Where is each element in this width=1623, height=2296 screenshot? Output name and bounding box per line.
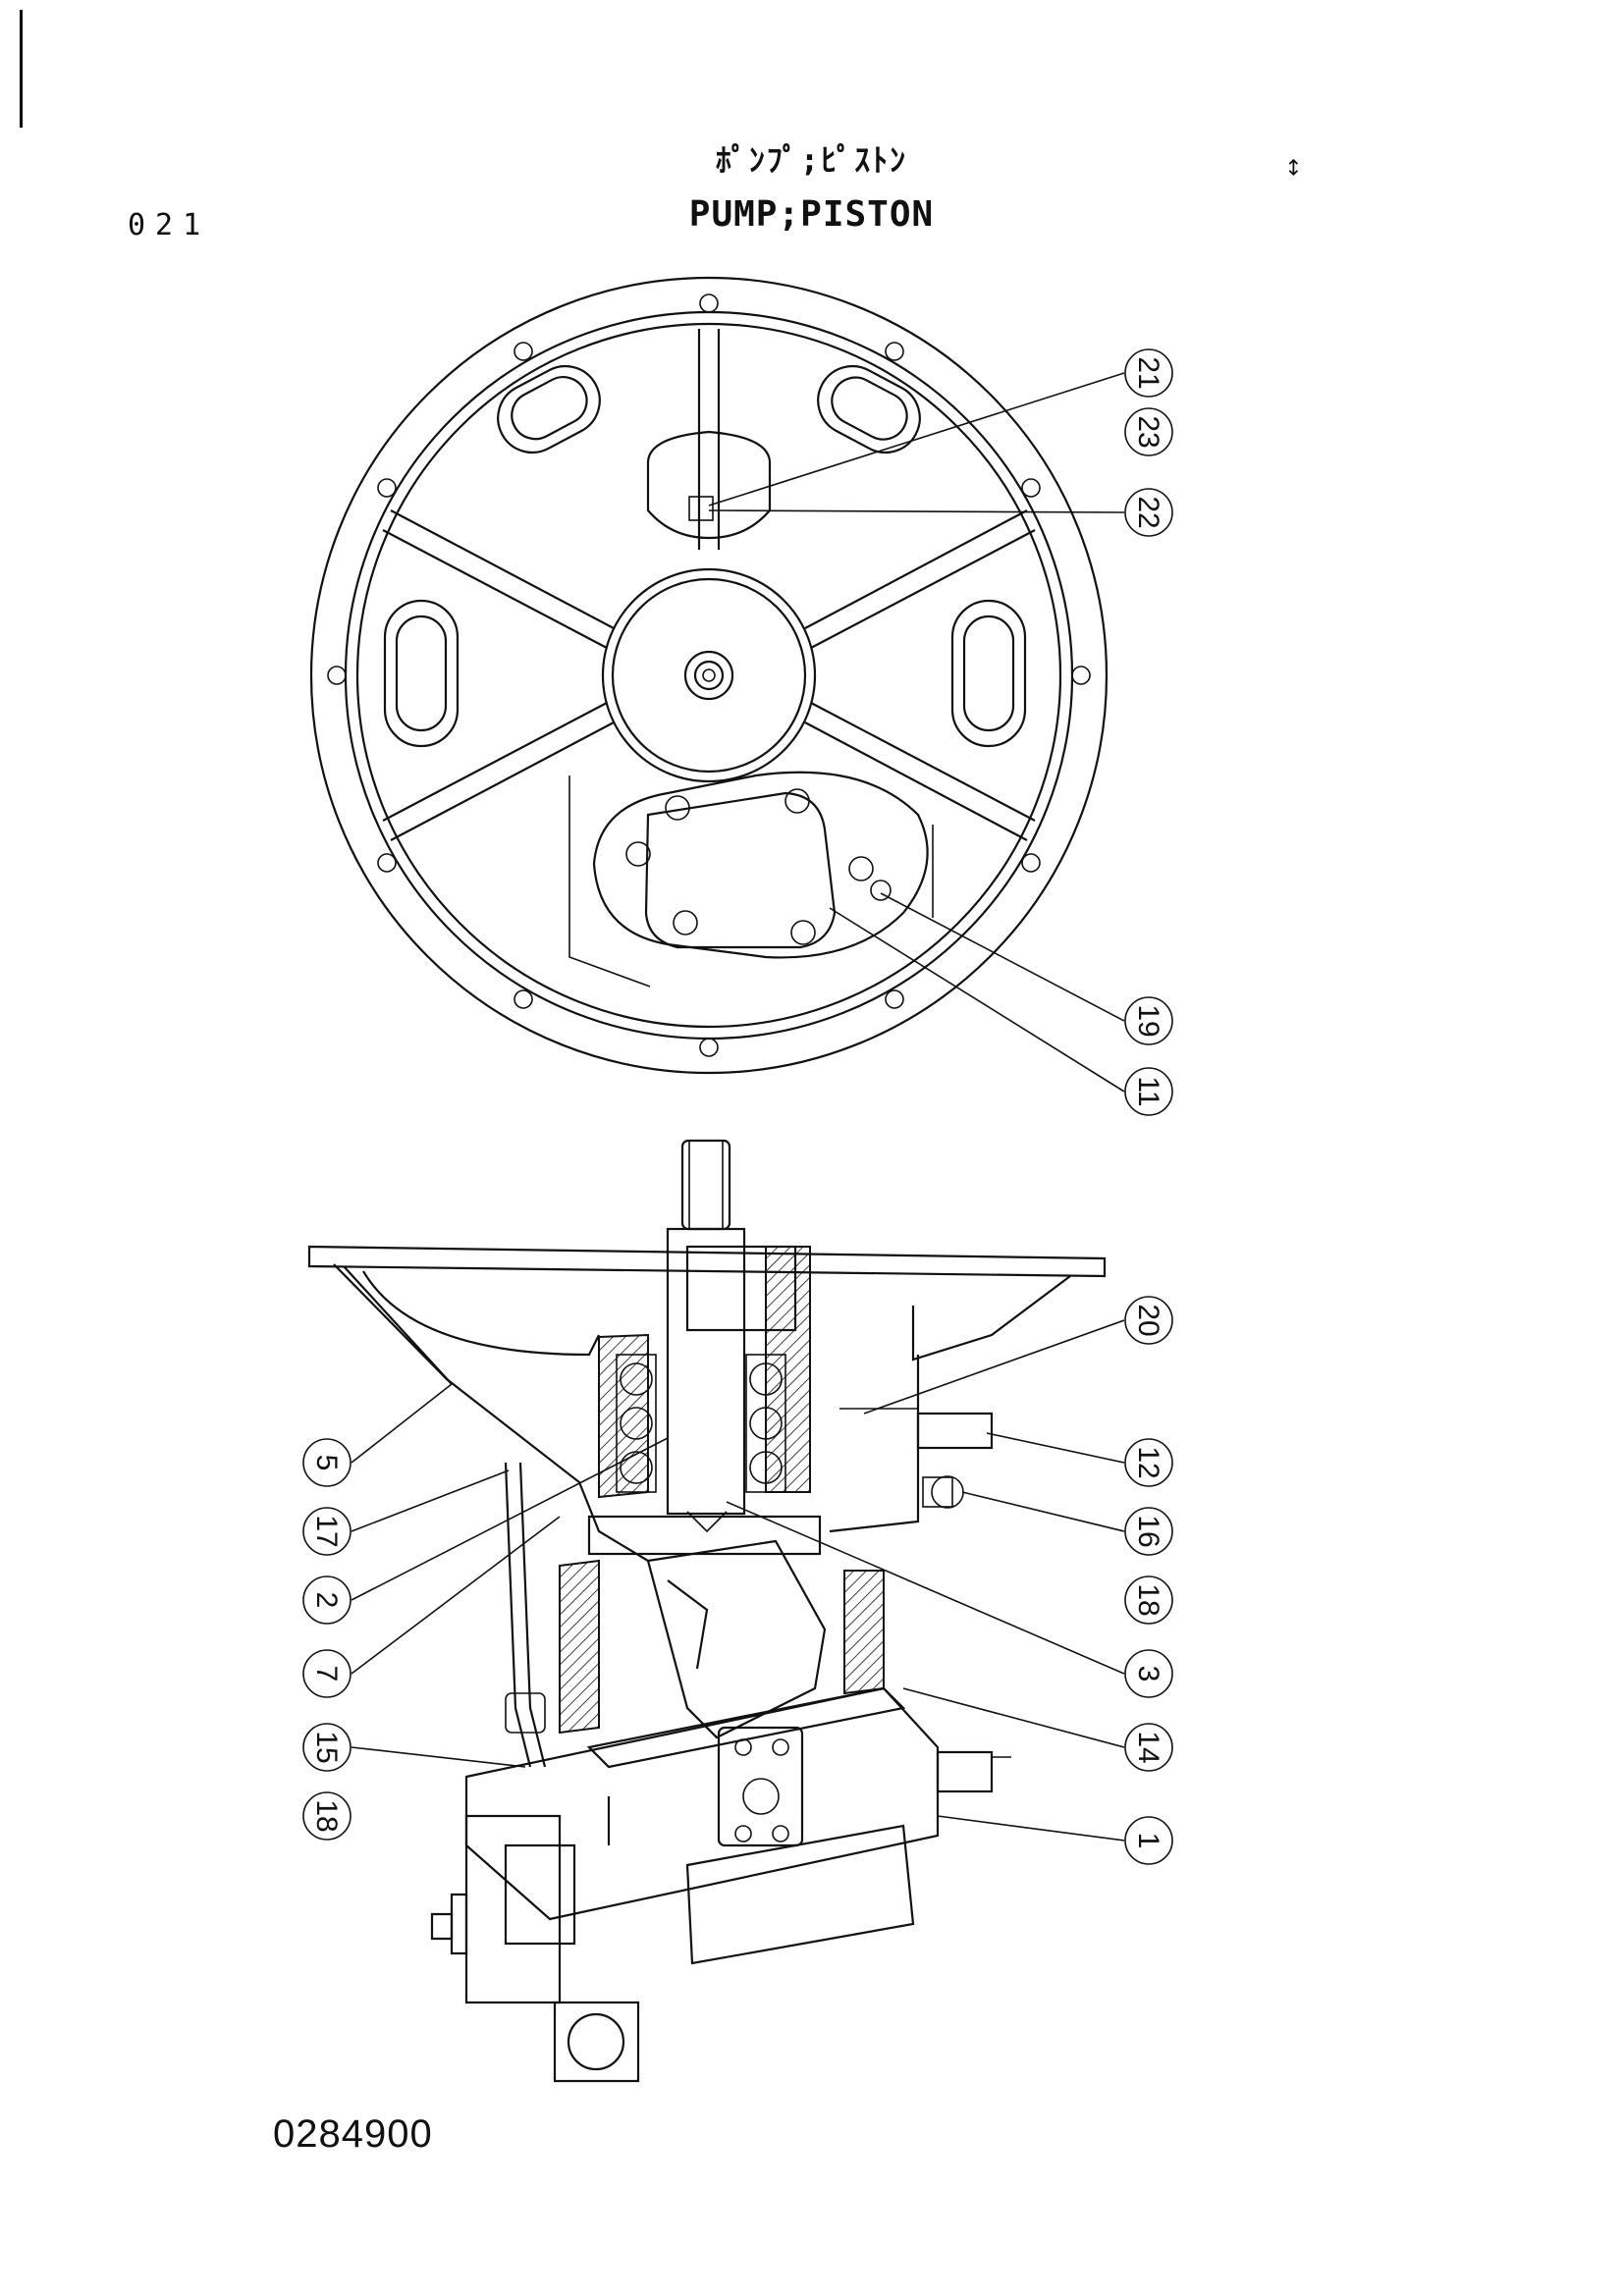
flange-spokes — [382, 329, 1036, 841]
callout-16: 16 — [1124, 1507, 1173, 1556]
callout-12: 12 — [1124, 1438, 1173, 1487]
callout-23: 23 — [1124, 407, 1173, 456]
svg-text:15: 15 — [310, 1731, 343, 1763]
callout-21: 21 — [1124, 348, 1173, 398]
callout-3: 3 — [1124, 1649, 1173, 1698]
svg-text:14: 14 — [1132, 1731, 1164, 1763]
side-view-pump — [307, 1139, 1107, 2083]
svg-text:7: 7 — [310, 1666, 343, 1682]
svg-text:5: 5 — [310, 1455, 343, 1471]
bearings — [616, 1354, 786, 1493]
svg-text:20: 20 — [1132, 1304, 1164, 1336]
side-callouts-right: 20 12 16 18 3 14 1 — [1124, 1296, 1173, 1865]
callout-11: 11 — [1124, 1067, 1173, 1116]
flange-bolt-holes — [327, 294, 1091, 1057]
top-view-leaders — [708, 372, 1125, 1093]
svg-text:12: 12 — [1132, 1446, 1164, 1478]
callout-18-right: 18 — [1124, 1575, 1173, 1625]
top-callouts: 21 23 22 19 11 — [1124, 348, 1173, 1116]
svg-text:21: 21 — [1132, 356, 1164, 389]
svg-text:23: 23 — [1132, 415, 1164, 448]
svg-text:16: 16 — [1132, 1515, 1164, 1547]
callout-22: 22 — [1124, 488, 1173, 537]
title-english: PUMP;PISTON — [688, 194, 935, 235]
callout-17: 17 — [302, 1507, 352, 1556]
callout-1: 1 — [1124, 1816, 1173, 1865]
callout-14: 14 — [1124, 1723, 1173, 1772]
callout-19: 19 — [1124, 996, 1173, 1045]
svg-text:1: 1 — [1132, 1833, 1164, 1849]
side-view-leaders — [351, 1319, 1125, 1842]
callout-20: 20 — [1124, 1296, 1173, 1345]
title-japanese: ﾎﾟﾝﾌﾟ;ﾋﾟｽﾄﾝ — [715, 141, 908, 179]
flange-windows — [383, 364, 1027, 748]
svg-text:18: 18 — [310, 1799, 343, 1832]
top-view-flange — [309, 276, 1109, 1075]
svg-text:22: 22 — [1132, 496, 1164, 528]
svg-text:18: 18 — [1132, 1583, 1164, 1616]
drawing-number: 0284900 — [273, 2112, 433, 2156]
svg-text:19: 19 — [1132, 1004, 1164, 1037]
callout-15: 15 — [302, 1723, 352, 1772]
callout-5: 5 — [302, 1438, 352, 1487]
svg-text:2: 2 — [310, 1592, 343, 1609]
side-callouts-left: 5 17 2 7 15 18 — [302, 1438, 352, 1841]
callout-18-left: 18 — [302, 1791, 352, 1841]
svg-text:11: 11 — [1132, 1076, 1164, 1106]
callout-2: 2 — [302, 1575, 352, 1625]
callout-7: 7 — [302, 1649, 352, 1698]
scan-edge-mark — [20, 10, 30, 128]
svg-text:17: 17 — [310, 1515, 343, 1547]
page-number: 021 — [128, 208, 211, 242]
svg-text:3: 3 — [1132, 1666, 1164, 1682]
